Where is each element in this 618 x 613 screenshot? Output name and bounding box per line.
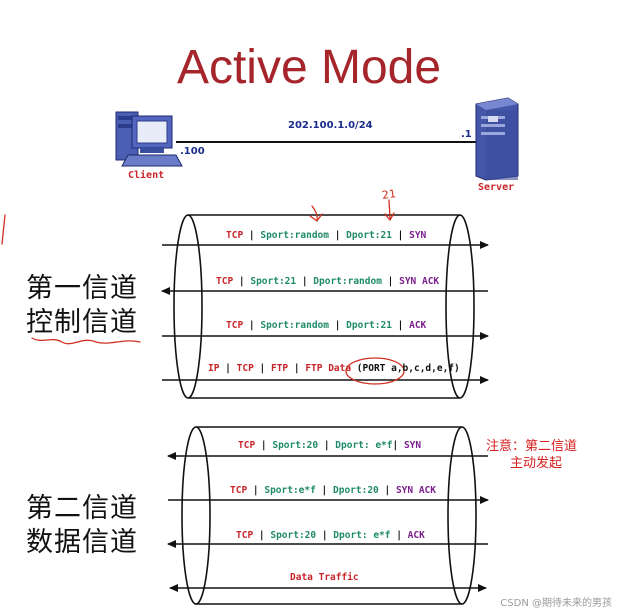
annotation-21: 21 [381,187,397,202]
message-segment: | [381,276,400,287]
message-segment: Dport:21 [346,230,392,241]
message-segment: ACK [407,530,425,541]
message-segment: Sport:20 [270,530,317,541]
message-segment: | [219,363,237,374]
control-message-3: TCP | Sport:random | Dport:21 | ACK [226,320,426,331]
message-segment: TCP [226,230,244,241]
message-segment: Data Traffic [290,572,359,583]
active-note-line2: 主动发起 [510,456,563,471]
message-segment: IP [208,363,220,374]
control-message-2: TCP | Sport:21 | Dport:random | SYN ACK [216,276,439,287]
client-label: Client [128,170,165,181]
message-segment: Sport:random [260,320,329,331]
message-segment: TCP [236,363,254,374]
server-host-label: .1 [461,129,472,140]
message-segment: SYN ACK [395,485,436,496]
control-channel-label-line1: 第一信道 [26,273,138,304]
annotation-check-right [384,199,395,222]
server-icon [475,97,519,181]
message-segment: | [390,530,408,541]
subnet-label: 202.100.1.0/24 [288,120,373,131]
message-segment: | [247,485,265,496]
annotation-underline [31,337,141,345]
message-segment: | [392,440,404,451]
message-segment: Dport:random [313,276,382,287]
message-segment: SYN [409,230,427,241]
message-segment: Sport:random [260,230,329,241]
active-note: 注意：第二信道 主动发起 [486,438,577,472]
message-segment: TCP [236,530,254,541]
message-segment: FTP [270,363,289,374]
message-segment: TCP [238,440,256,451]
control-message-1: TCP | Sport:random | Dport:21 | SYN [226,230,426,241]
message-segment: | [391,320,410,331]
message-segment: Dport:20 [333,485,379,496]
message-segment: TCP [226,320,244,331]
message-segment: (PORT a,b,c,d,e,f) [351,363,460,374]
diagram-title: Active Mode [176,41,442,94]
message-segment: | [243,320,261,331]
data-channel-label-line2: 数据信道 [26,527,138,558]
data-channel-tunnel [181,426,477,605]
message-segment: | [316,530,334,541]
message-segment: | [328,320,347,331]
message-segment: TCP [230,485,248,496]
message-segment: Sport:21 [250,276,297,287]
client-host-label: .100 [180,146,205,157]
data-message-3: TCP | Sport:20 | Dport: e*f | ACK [236,530,425,541]
message-segment: Dport: e*f [335,440,393,451]
watermark: CSDN @期待未来的男孩 [500,598,612,609]
message-segment: FTP Data [305,363,352,374]
annotation-check-left [309,205,323,222]
message-segment: | [315,485,333,496]
message-segment: | [243,230,261,241]
message-segment: Dport: e*f [333,530,391,541]
data-message-1: TCP | Sport:20 | Dport: e*f| SYN [238,440,421,451]
data-channel-label-line1: 第二信道 [26,493,138,524]
message-segment: Sport:e*f [264,485,316,496]
control-channel-label: 第一信道 控制信道 [26,272,138,340]
message-segment: | [391,230,410,241]
message-segment: ACK [409,320,427,331]
message-segment: Dport:21 [346,320,392,331]
annotation-port-circle [345,357,405,385]
server-label: Server [478,182,515,193]
message-segment: | [255,440,273,451]
active-note-line1: 注意：第二信道 [486,439,578,454]
data-message-4: Data Traffic [290,572,359,583]
handwritten-annotations [1,199,405,385]
message-segment: | [288,363,306,374]
message-segment: | [253,530,271,541]
client-computer-icon [115,111,183,167]
control-message-4: IP | TCP | FTP | FTP Data (PORT a,b,c,d,… [208,363,460,374]
message-segment: | [378,485,396,496]
data-message-2: TCP | Sport:e*f | Dport:20 | SYN ACK [230,485,436,496]
message-segment: | [233,276,251,287]
message-segment: SYN ACK [399,276,440,287]
message-segment: | [253,363,271,374]
message-segment: TCP [216,276,234,287]
control-channel-tunnel [173,214,475,399]
message-segment: Sport:20 [272,440,319,451]
control-channel-label-line2: 控制信道 [26,307,138,338]
message-segment: | [328,230,347,241]
message-segment: | [318,440,336,451]
message-segment: | [296,276,314,287]
message-segment: SYN [403,440,422,451]
data-channel-label: 第二信道 数据信道 [26,492,138,560]
annotation-left-edge-mark [1,214,6,245]
